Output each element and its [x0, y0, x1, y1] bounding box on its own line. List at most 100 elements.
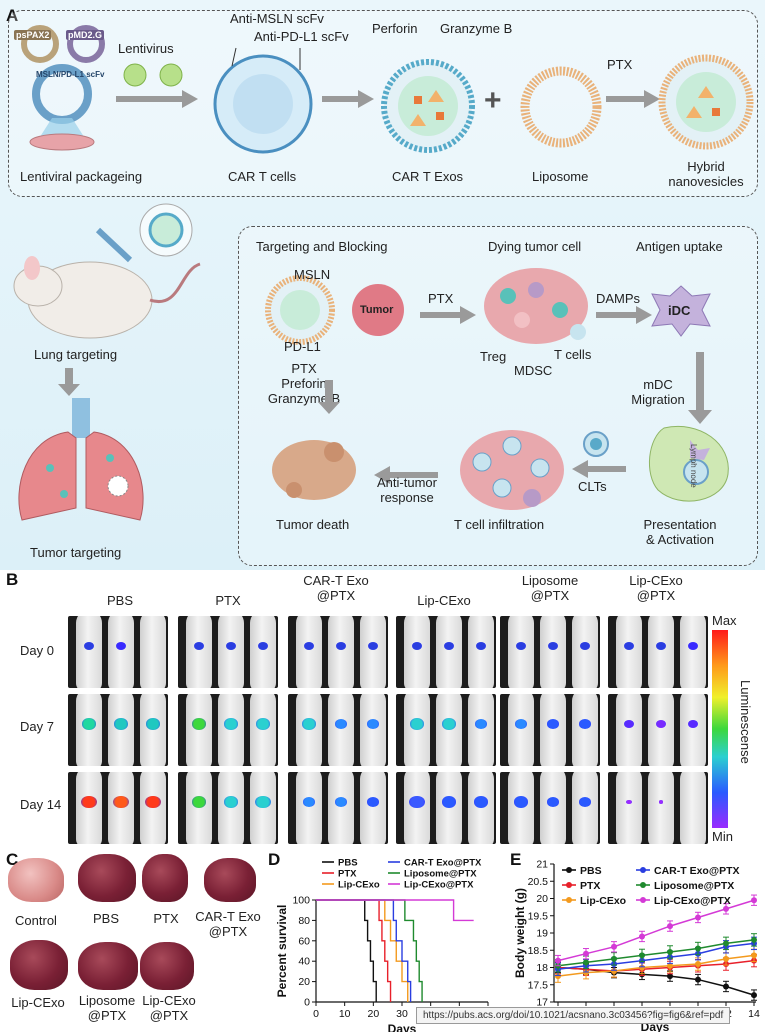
luminescence-spot: [410, 718, 424, 730]
legend-label: Liposome@PTX: [404, 869, 477, 880]
mouse-body: [680, 616, 706, 688]
data-point: [555, 973, 561, 980]
legend-marker: [640, 897, 646, 903]
data-point: [611, 943, 617, 950]
arrow-to-infiltration: [572, 460, 626, 478]
legend-marker: [640, 867, 646, 873]
mouse-body: [218, 616, 244, 688]
luminescence-spot: [81, 795, 97, 809]
mouse-body: [436, 694, 462, 766]
mouse-image-tile: [396, 616, 496, 688]
luminescence-spot: [579, 797, 591, 807]
mouse-body: [108, 694, 134, 766]
group-label-pbs: PBS: [106, 593, 133, 608]
luminescence-spot: [626, 799, 632, 805]
y-tick-label: 21: [536, 859, 548, 871]
data-point: [583, 969, 589, 976]
legend-marker: [566, 882, 572, 888]
lung-label-ptx: PTX: [153, 911, 179, 926]
x-tick-label: 20: [367, 1008, 379, 1020]
legend-marker: [566, 867, 572, 873]
lung-label-pbs: PBS: [92, 911, 119, 926]
luminescence-spot: [84, 642, 94, 650]
mouse-body: [140, 616, 166, 688]
lung-label-lip-cexo: Lip-CExo: [11, 995, 65, 1010]
body-weight-chart: 1717.51818.51919.52020.52102468101214Day…: [513, 859, 760, 1032]
mdc-migration-label: mDC Migration: [631, 377, 685, 407]
luminescence-spot: [192, 796, 206, 808]
clt-cell-icon: [583, 431, 609, 457]
mouse-body: [360, 694, 386, 766]
group-label-cart-exo-ptx: CAR-T Exo @PTX: [303, 573, 369, 603]
luminescence-spot: [145, 795, 161, 809]
mouse-body: [360, 772, 386, 844]
lung-label-lip-cexo-ptx: Lip-CExo @PTX: [142, 993, 196, 1023]
mouse-body: [508, 694, 534, 766]
arrow-to-exos: [322, 90, 374, 108]
luminescence-spot: [474, 796, 488, 808]
y-tick-label: 20: [536, 893, 548, 905]
luminescence-spot: [224, 718, 238, 730]
mouse-body: [76, 772, 102, 844]
day-7-label: Day 7: [20, 719, 54, 734]
pdl1-label: PD-L1: [284, 339, 321, 354]
y-tick-label: 19.5: [528, 910, 549, 922]
presentation-activation-label: Presentation & Activation: [643, 517, 717, 547]
mouse-image-tile: [68, 616, 168, 688]
weight-line: [557, 959, 755, 972]
legend-label: CAR-T Exo@PTX: [404, 858, 482, 869]
luminescence-spot: [656, 720, 666, 728]
data-point: [695, 961, 701, 968]
data-point: [751, 936, 757, 943]
luminescence-spot: [409, 795, 425, 809]
mouse-body: [616, 694, 642, 766]
day-0-label: Day 0: [20, 643, 54, 658]
y-tick-label: 0: [304, 997, 310, 1009]
data-point: [751, 992, 757, 999]
tumor-death-illustration: [272, 440, 356, 500]
luminescence-spot: [303, 797, 315, 807]
group-label-lip-cexo-ptx: Lip-CExo @PTX: [629, 573, 683, 603]
treg-label: Treg: [480, 349, 507, 364]
luminescence-spot: [442, 796, 456, 808]
legend-label: Lip-CExo@PTX: [654, 895, 731, 907]
y-axis-label: Percent survival: [275, 905, 289, 998]
luminescence-spot: [335, 719, 347, 729]
lung-label-cart-exo-ptx: CAR-T Exo @PTX: [195, 909, 261, 939]
mouse-body: [76, 694, 102, 766]
luminescence-spot: [256, 718, 270, 730]
mouse-image-tile: [68, 694, 168, 766]
y-tick-label: 20.5: [528, 876, 549, 888]
tcells-label: T cells: [554, 347, 592, 362]
dying-tumor-illustration: [484, 268, 588, 344]
lentivirus-particles: [123, 63, 183, 87]
lung-photo-ptx: [142, 854, 188, 902]
data-point: [611, 967, 617, 974]
data-point: [723, 983, 729, 990]
car-t-exos-label: CAR T Exos: [392, 169, 464, 184]
tumor-targeting-label: Tumor targeting: [30, 545, 122, 560]
luminescence-spot: [336, 642, 346, 650]
mouse-body: [680, 694, 706, 766]
mouse-body: [572, 616, 598, 688]
mouse-injection-illustration: [13, 203, 201, 339]
x-axis-label: Days: [388, 1022, 417, 1032]
mouse-image-tile: [288, 772, 388, 844]
y-tick-label: 18: [536, 962, 548, 974]
luminescence-spot: [258, 642, 268, 650]
mouse-body: [140, 772, 166, 844]
mouse-body: [648, 616, 674, 688]
luminescence-spot: [688, 642, 698, 650]
ptx-label-b: PTX: [428, 291, 454, 306]
survival-line: [316, 899, 423, 1002]
damps-label: DAMPs: [596, 291, 641, 306]
luminescence-spot: [444, 642, 454, 650]
anti-pdl1-scfv-label: Anti-PD-L1 scFv: [254, 29, 349, 44]
data-point: [695, 914, 701, 921]
mouse-image-tile: [608, 616, 708, 688]
mouse-body: [296, 772, 322, 844]
mouse-body: [572, 694, 598, 766]
data-point: [639, 933, 645, 940]
luminescence-spot: [515, 719, 527, 729]
luminescence-spot: [113, 795, 129, 809]
